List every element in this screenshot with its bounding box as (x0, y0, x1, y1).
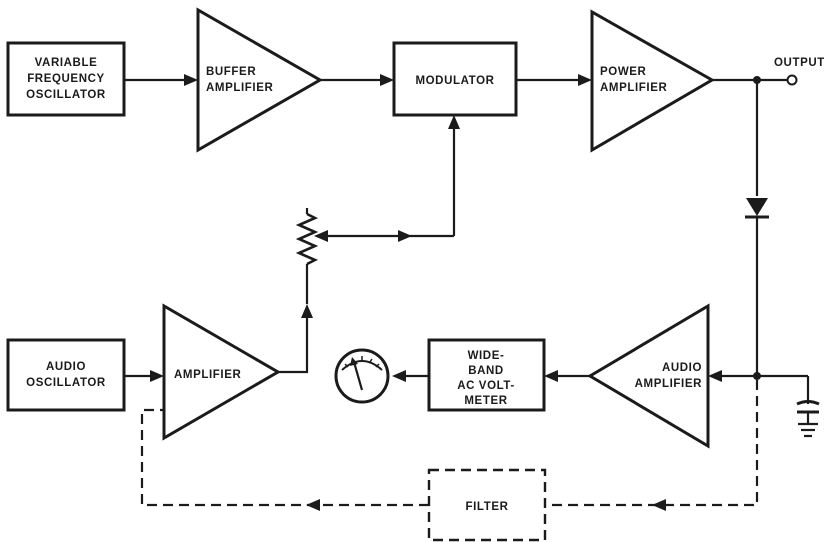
arrow-head (652, 499, 666, 511)
modulator-label: MODULATOR (415, 75, 494, 87)
arrow-head (392, 370, 406, 382)
wire-potentiometer-to-modulator (328, 115, 460, 242)
arrow-head (708, 370, 722, 382)
amplifier-label: AMPLIFIER (174, 369, 241, 381)
output-line: OUTPUT (712, 57, 824, 86)
diode-icon (745, 198, 769, 219)
wire-modulator-to-power-amp (516, 74, 592, 86)
feedback-dashed-path (140, 380, 759, 511)
audio-osc-label-line-1: AUDIO (46, 361, 86, 373)
arrow-head (380, 74, 394, 86)
output-label: OUTPUT (774, 57, 824, 69)
audio-amplifier-block: AUDIO AMPLIFIER (587, 303, 710, 449)
arrow-head (448, 115, 460, 129)
voltmeter-label-line-1: WIDE- (468, 350, 505, 362)
output-terminal (786, 74, 798, 86)
buffer-label-line-2: AMPLIFIER (206, 82, 273, 94)
amplifier-block: AMPLIFIER (162, 303, 281, 441)
arrow-head (150, 370, 164, 382)
arrow-head (578, 74, 592, 86)
power-amp-label-line-2: AMPLIFIER (600, 82, 667, 94)
vfo-label-line-1: VARIABLE (35, 57, 98, 69)
wire-buffer-to-modulator (320, 74, 394, 86)
voltmeter-block: WIDE- BAND AC VOLT- METER (427, 338, 546, 412)
potentiometer-icon (295, 208, 328, 268)
vfo-block: VARIABLE FREQUENCY OSCILLATOR (6, 41, 126, 117)
arrow-head (301, 304, 313, 318)
audio-oscillator-block: AUDIO OSCILLATOR (6, 338, 126, 412)
arrow-head (306, 499, 320, 511)
wire-detector-to-audio-amp (708, 370, 757, 382)
wire-amplifier-to-potentiometer (278, 268, 313, 374)
vfo-label-line-2: FREQUENCY (27, 73, 105, 85)
audio-osc-label-line-2: OSCILLATOR (26, 377, 106, 389)
buffer-label-line-1: BUFFER (206, 66, 256, 78)
capacitor-ground-icon (757, 374, 820, 438)
audio-amp-label-line-1: AUDIO (662, 362, 702, 374)
power-amp-label-line-1: POWER (600, 66, 647, 78)
arrow-head (544, 370, 558, 382)
voltmeter-label-line-3: AC VOLT- (457, 380, 515, 392)
filter-block: FILTER (427, 468, 547, 542)
detector-line (745, 80, 769, 380)
analog-meter-icon (334, 348, 390, 404)
filter-label: FILTER (466, 501, 509, 513)
wire-audio-amp-to-voltmeter (544, 370, 590, 382)
wire-voltmeter-to-meter (392, 370, 429, 382)
modulator-block: MODULATOR (392, 41, 518, 117)
power-amplifier-block: POWER AMPLIFIER (590, 9, 716, 153)
vfo-label-line-3: OSCILLATOR (26, 89, 106, 101)
audio-amp-label-line-2: AMPLIFIER (635, 378, 702, 390)
buffer-amplifier-block: BUFFER AMPLIFIER (196, 7, 324, 153)
wiper-arrow (314, 230, 328, 242)
wire-vfo-to-buffer (124, 74, 198, 86)
voltmeter-label-line-2: BAND (468, 365, 504, 377)
wire-audio-osc-to-amplifier (124, 370, 164, 382)
arrow-head (398, 230, 412, 242)
voltmeter-label-line-4: METER (464, 395, 507, 407)
arrow-head (184, 74, 198, 86)
